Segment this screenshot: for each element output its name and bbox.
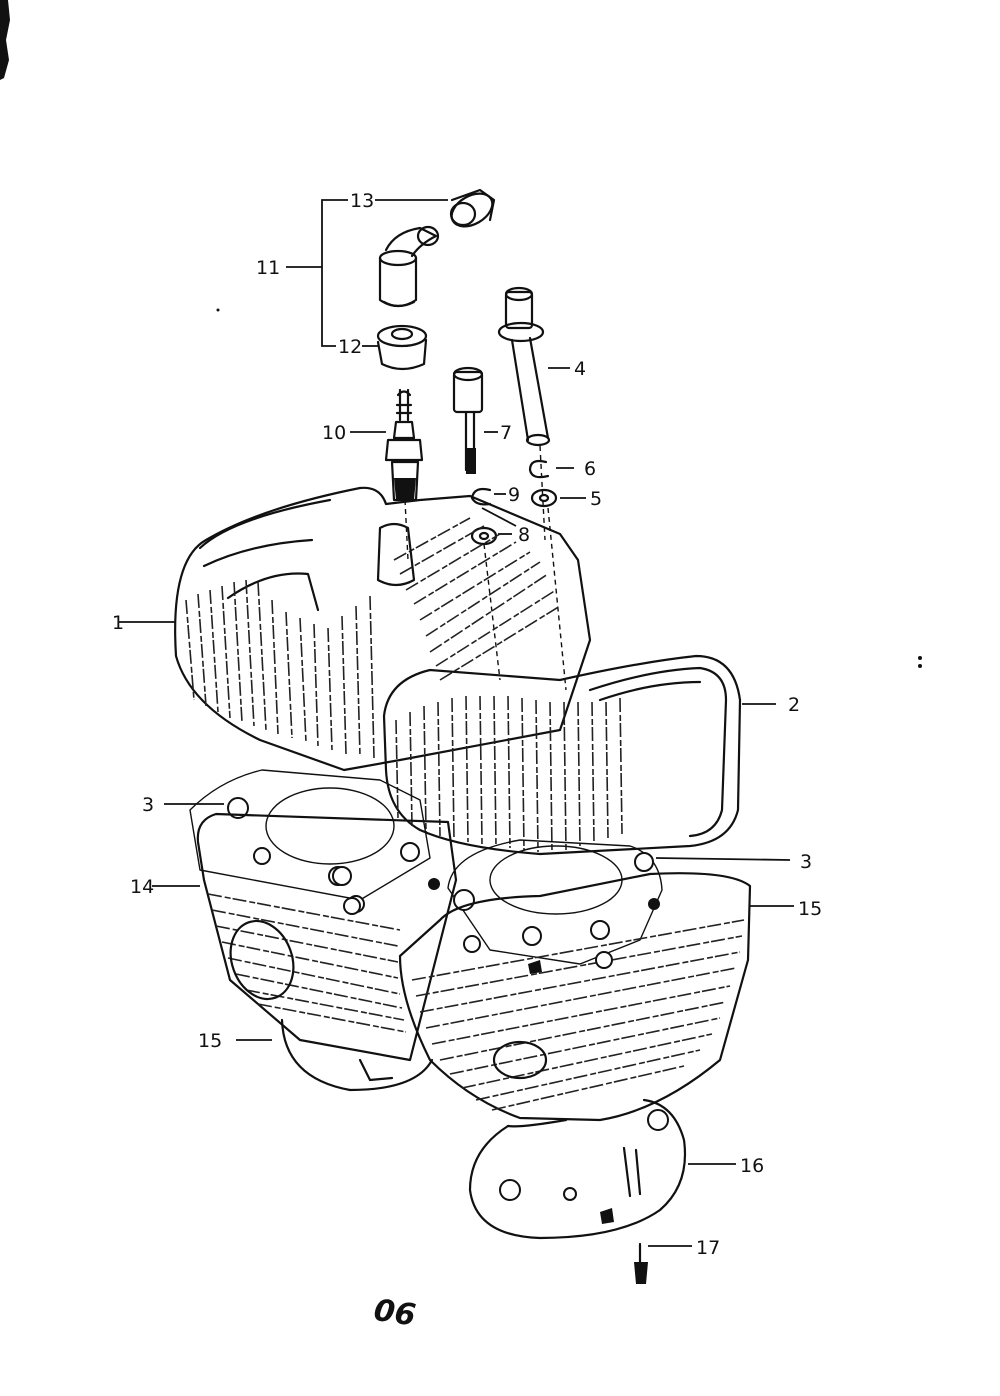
callout-12: 12 bbox=[338, 336, 362, 358]
clip-part-9 bbox=[470, 487, 506, 506]
callout-17: 17 bbox=[696, 1237, 720, 1259]
callout-8: 8 bbox=[518, 524, 530, 546]
callout-3a: 3 bbox=[142, 794, 154, 816]
head-bolt-long-part-4 bbox=[497, 286, 570, 541]
callout-1: 1 bbox=[112, 612, 124, 634]
cap-terminal-part-13 bbox=[449, 188, 496, 228]
callout-15a: 15 bbox=[198, 1030, 222, 1052]
head-gasket-right-part-3 bbox=[447, 839, 791, 965]
scan-edge-mark bbox=[0, 0, 10, 80]
spark-plug-cap-assembly bbox=[286, 188, 496, 371]
callout-6: 6 bbox=[584, 458, 596, 480]
cylinder-right-part-15 bbox=[398, 872, 794, 1122]
washer-part-5 bbox=[530, 488, 586, 508]
callout-11: 11 bbox=[256, 257, 280, 279]
callout-labels: 1 2 3 3 4 5 6 7 8 9 10 11 12 13 14 15 15… bbox=[112, 190, 822, 1259]
callout-3b: 3 bbox=[800, 851, 812, 873]
callout-16: 16 bbox=[740, 1155, 764, 1177]
page-number: 06 bbox=[372, 1293, 418, 1333]
callout-9: 9 bbox=[508, 484, 520, 506]
cap-cover-part-12 bbox=[376, 324, 428, 371]
cylinder-head-right-part-2 bbox=[382, 654, 776, 856]
callout-14: 14 bbox=[130, 876, 154, 898]
stud-part-17 bbox=[634, 1242, 692, 1284]
head-bolt-part-7 bbox=[452, 366, 498, 474]
callout-7: 7 bbox=[500, 422, 512, 444]
plug-cap-part-11 bbox=[378, 225, 440, 308]
cylinder-head-left-part-1 bbox=[118, 486, 592, 772]
callout-5: 5 bbox=[590, 488, 602, 510]
callout-2: 2 bbox=[788, 694, 800, 716]
base-gasket-part-16 bbox=[468, 1098, 736, 1240]
clip-part-6 bbox=[528, 459, 574, 479]
callout-10: 10 bbox=[322, 422, 346, 444]
callout-15b: 15 bbox=[798, 898, 822, 920]
callout-4: 4 bbox=[574, 358, 586, 380]
callout-13: 13 bbox=[350, 190, 374, 212]
cylinder-left-part-14 bbox=[152, 812, 458, 1092]
spark-plug-part-10 bbox=[350, 388, 424, 561]
